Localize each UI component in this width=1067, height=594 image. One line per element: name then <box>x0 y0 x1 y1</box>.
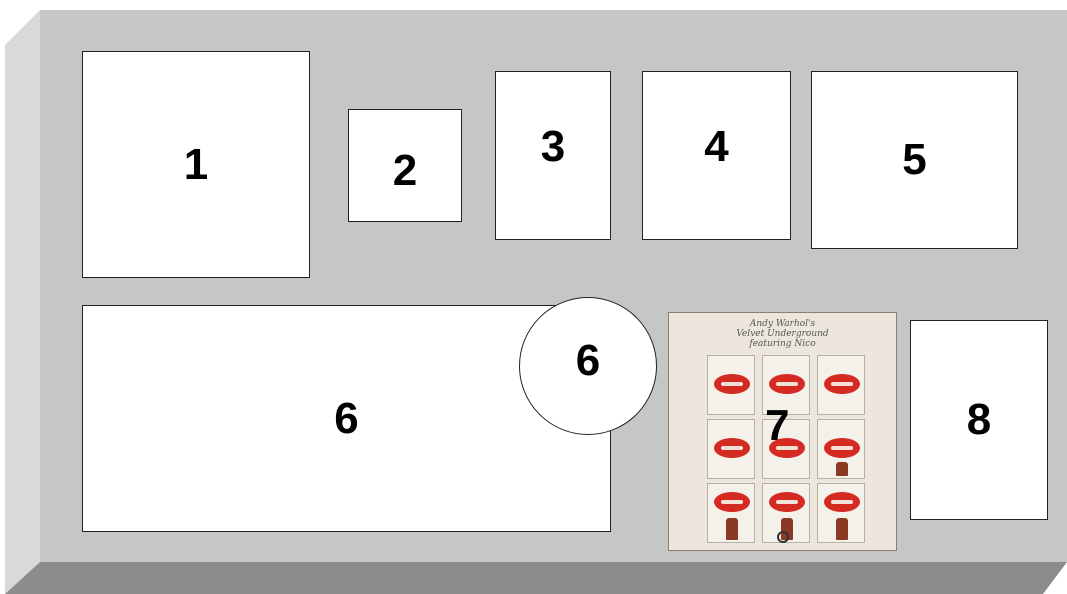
board-left-face <box>5 10 40 594</box>
frame-6-label: 6 <box>334 394 358 444</box>
frame-8-label: 8 <box>967 395 991 445</box>
frame-3-label: 3 <box>541 122 565 172</box>
frame-8[interactable]: 8 <box>910 320 1048 520</box>
frame-2[interactable]: 2 <box>348 109 462 222</box>
lips-grid <box>707 355 865 551</box>
album-cover-7-label: 7 <box>765 401 789 451</box>
frame-1[interactable]: 1 <box>82 51 310 278</box>
frame-1-label: 1 <box>184 140 208 190</box>
lips-icon <box>824 492 860 512</box>
lips-cell <box>817 483 865 543</box>
frame-2-label: 2 <box>393 146 417 196</box>
bottle-icon <box>836 462 848 476</box>
lips-icon <box>714 438 750 458</box>
lips-cell <box>707 483 755 543</box>
frame-5-label: 5 <box>902 135 926 185</box>
circle-frame-6[interactable]: 6 <box>519 297 657 435</box>
frame-3[interactable]: 3 <box>495 71 611 240</box>
lips-cell <box>707 355 755 415</box>
frame-4[interactable]: 4 <box>642 71 791 240</box>
record-label-logo-icon <box>777 531 789 543</box>
frame-5[interactable]: 5 <box>811 71 1018 249</box>
album-cover-7[interactable]: Andy Warhol's Velvet Underground featuri… <box>668 312 897 551</box>
bottle-icon <box>726 518 738 540</box>
lips-cell <box>707 419 755 479</box>
bottle-icon <box>836 518 848 540</box>
lips-icon <box>714 374 750 394</box>
frame-4-label: 4 <box>704 122 728 172</box>
lips-cell <box>817 419 865 479</box>
lips-icon <box>824 438 860 458</box>
lips-icon <box>769 492 805 512</box>
album-cover-title: Andy Warhol's Velvet Underground featuri… <box>669 319 896 349</box>
circle-frame-6-label: 6 <box>576 336 600 386</box>
lips-icon <box>769 374 805 394</box>
lips-icon <box>824 374 860 394</box>
board-bottom-face <box>5 562 1067 594</box>
lips-icon <box>714 492 750 512</box>
lips-cell <box>817 355 865 415</box>
